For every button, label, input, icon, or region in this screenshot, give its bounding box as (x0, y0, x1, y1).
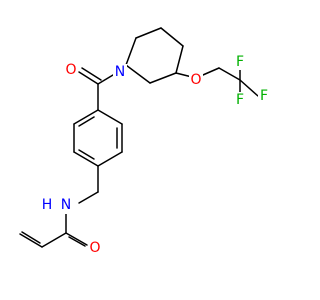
svg-text:O: O (65, 62, 76, 78)
bond (149, 72, 177, 84)
bond (78, 116, 95, 127)
svg-text:F: F (260, 88, 268, 104)
bond (65, 232, 88, 246)
atom-fluorine: F (258, 88, 270, 104)
atom-amide-o: O (88, 240, 102, 256)
svg-text:F: F (236, 92, 244, 108)
svg-text:O: O (89, 240, 100, 256)
bond (81, 67, 102, 81)
bond (97, 109, 123, 125)
bond (41, 232, 67, 248)
bond (97, 151, 123, 167)
svg-text:N: N (115, 64, 125, 80)
bond (73, 151, 99, 167)
bond (78, 191, 99, 204)
bond (160, 27, 184, 47)
bond (125, 64, 151, 84)
molecule-structure-diagram: O N O F F F N H O (19, 27, 270, 256)
atom-carbonyl-o: O (64, 62, 78, 78)
atom-fluorine: F (234, 92, 246, 108)
bond (125, 37, 137, 66)
bond (135, 27, 162, 39)
atom-ether-o: O (189, 72, 203, 88)
bond (239, 79, 259, 97)
bond (78, 71, 99, 85)
svg-text:N: N (61, 197, 71, 213)
atom-fluorine: F (234, 54, 246, 70)
atom-amide-nh: N H (41, 196, 74, 214)
bond (21, 231, 41, 244)
svg-text:F: F (236, 54, 244, 70)
bond (218, 67, 241, 81)
svg-text:O: O (190, 72, 201, 88)
molecule-svg: O N O F F F N H O (19, 27, 270, 256)
atom-ring-n: N (113, 64, 127, 80)
bond (73, 109, 99, 125)
bond (19, 233, 43, 248)
bond (68, 236, 86, 247)
bond (175, 45, 184, 74)
bond (78, 149, 95, 160)
svg-text:H: H (42, 197, 53, 213)
